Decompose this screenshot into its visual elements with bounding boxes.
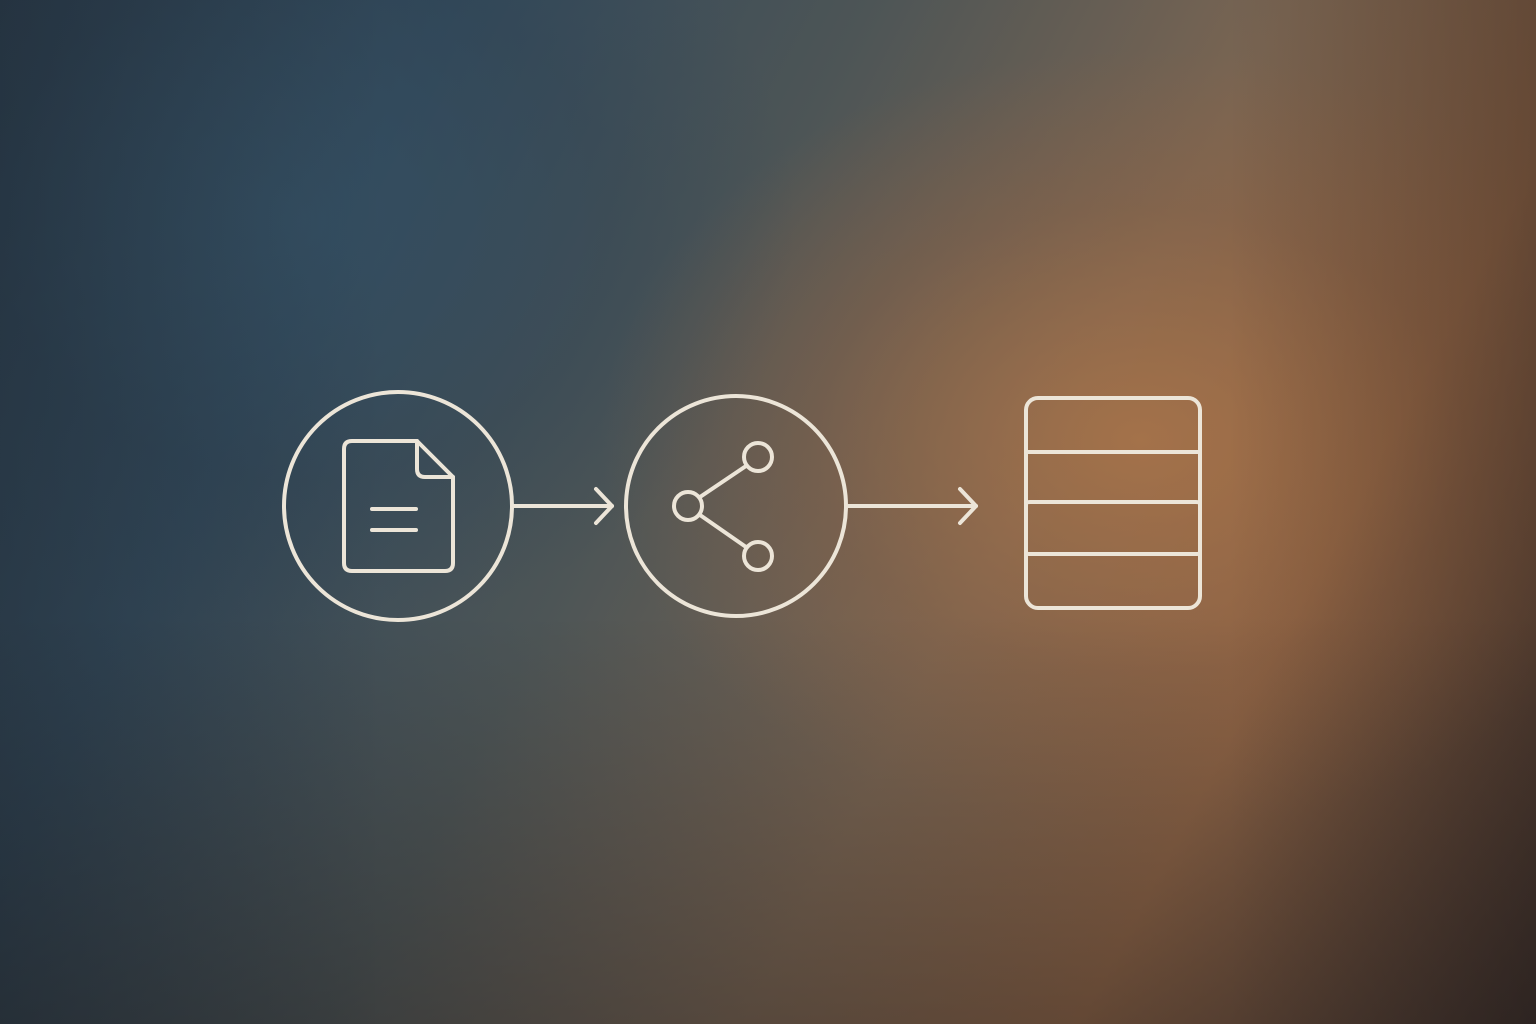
share-icon: [672, 441, 774, 572]
arrow-document-to-share: [512, 487, 614, 525]
database-icon: [1024, 396, 1202, 610]
database-node: [1024, 396, 1202, 610]
arrow-share-to-database: [846, 487, 978, 525]
share-node: [624, 394, 848, 618]
share-node-circle: [624, 394, 848, 618]
document-node-circle: [282, 390, 514, 622]
document-icon: [342, 439, 455, 573]
document-node: [282, 390, 514, 622]
